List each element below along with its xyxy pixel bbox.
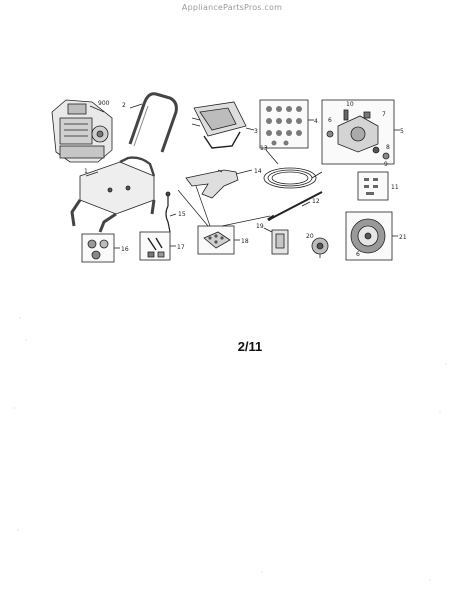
bracket-part[interactable]: [263, 227, 289, 255]
spray-gun-part[interactable]: [185, 169, 253, 199]
callout-12: 12: [312, 198, 320, 205]
wheel-part[interactable]: [345, 211, 398, 261]
callout-10: 10: [346, 101, 354, 108]
callout-21: 21: [399, 234, 407, 241]
callout-numbers: 900 2 3 4 5 6 7 8 9 10 1 13 14 11 12 15 …: [84, 100, 407, 258]
knob-part[interactable]: [311, 237, 329, 258]
callout-4: 4: [314, 118, 318, 125]
callout-20: 20: [306, 233, 314, 240]
callout-7: 7: [382, 111, 386, 118]
hardware-kit-17-part[interactable]: [139, 231, 176, 261]
spray-wand-part[interactable]: [267, 191, 323, 222]
callout-15: 15: [178, 211, 186, 218]
hardware-kit-11-part[interactable]: [357, 171, 389, 201]
watermark: AppliancePartsPros.com: [181, 3, 283, 12]
hardware-kit-16-part[interactable]: [81, 233, 120, 263]
callout-13: 13: [260, 145, 268, 152]
hardware-15-part[interactable]: [165, 191, 177, 233]
page-label: 2/11: [237, 339, 263, 354]
callout-17: 17: [177, 244, 185, 251]
handle-part[interactable]: [128, 92, 178, 153]
engine-part[interactable]: [51, 99, 113, 163]
fittings-kit-part[interactable]: [259, 99, 314, 149]
callout-900: 900: [98, 100, 110, 107]
callout-18: 18: [241, 238, 249, 245]
scan-specks: [13, 317, 447, 581]
callout-11: 11: [391, 184, 399, 191]
callout-6: 6: [328, 117, 332, 124]
callout-9: 9: [384, 161, 388, 168]
callout-leader-lines: [177, 185, 271, 227]
callout-3: 3: [254, 128, 258, 135]
frame-part[interactable]: [70, 156, 156, 233]
callout-wheel-6: 6: [356, 251, 360, 258]
callout-5: 5: [400, 128, 404, 135]
callout-19: 19: [256, 223, 264, 230]
nozzle-kit-part[interactable]: [197, 225, 240, 255]
callout-1: 1: [84, 168, 88, 175]
high-pressure-hose-part[interactable]: [263, 149, 323, 189]
callout-16: 16: [121, 246, 129, 253]
callout-2: 2: [122, 102, 126, 109]
callout-14: 14: [254, 168, 262, 175]
pump-assembly-part[interactable]: [321, 99, 400, 165]
control-panel-part[interactable]: [191, 101, 255, 149]
callout-8: 8: [386, 144, 390, 151]
